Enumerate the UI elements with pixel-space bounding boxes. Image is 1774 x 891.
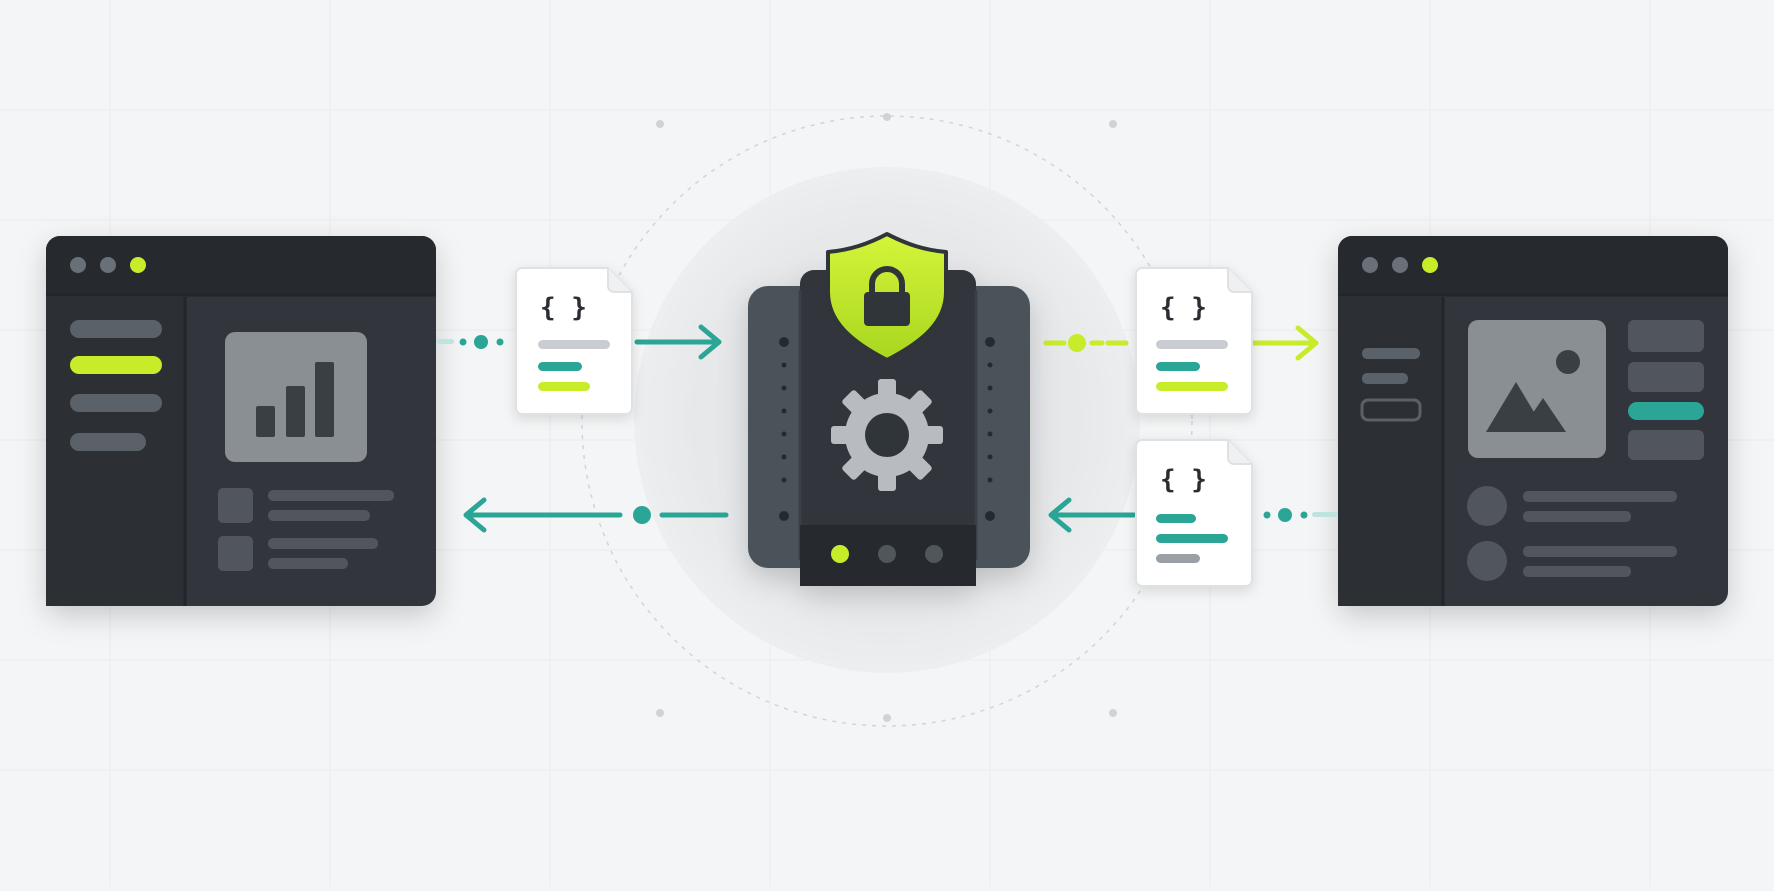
doc-line [1156,340,1228,349]
doc-line [538,340,610,349]
request-connector-right [1043,325,1319,361]
sidebar-item [1360,398,1422,422]
orbit-dot [656,120,664,128]
app-pill [1628,320,1704,352]
doc-line [1156,554,1200,563]
list-thumb [218,488,253,523]
request-connector-left [436,324,722,360]
app-pill [1628,430,1704,460]
rivet [779,511,789,521]
sidebar-item [1362,373,1408,384]
arrow-left-icon [463,497,487,533]
rivet [779,337,789,347]
orbit-dot [656,709,664,717]
doc-line [1156,534,1228,543]
window-dot [1392,257,1408,273]
rivet [985,337,995,347]
doc-line [538,382,590,391]
arrow-right-icon [1295,325,1319,361]
sidebar-item-active [70,356,162,374]
window-dot-active [1422,257,1438,273]
arrow-left-icon [1048,497,1072,533]
window-dot [1362,257,1378,273]
sidebar-item [70,394,162,412]
status-light [925,545,943,563]
padlock-icon [864,266,910,326]
list-line [268,490,394,501]
orbit-dot [883,714,891,722]
image-icon [1486,350,1580,432]
response-connector-left [463,497,729,533]
window-dot [70,257,86,273]
client-window-content [46,236,436,606]
window-dot-active [130,257,146,273]
sidebar-item [70,433,146,451]
list-line [268,510,370,521]
bar-chart-icon [256,362,334,437]
sidebar-item [70,320,162,338]
status-light-active [831,545,849,563]
window-dot [100,257,116,273]
doc-line [1156,382,1228,391]
code-braces-icon: { } [1160,293,1207,323]
list-line [1523,566,1631,577]
avatar [1467,486,1507,526]
orbit-dot [1109,709,1117,717]
image-card [1468,320,1606,458]
app-window-content [1338,236,1728,606]
avatar [1467,541,1507,581]
list-thumb [218,536,253,571]
arrow-right-icon [698,324,722,360]
list-line [1523,491,1677,502]
server-details [779,290,995,586]
orbit-ring [581,115,1193,727]
doc-line [538,362,582,371]
app-pill [1628,362,1704,392]
orbit-dot [883,113,891,121]
gear-icon [831,379,943,491]
response-document-right [1135,439,1253,587]
app-sidebar [1338,297,1442,606]
doc-line [1156,514,1196,523]
rivet [985,511,995,521]
list-line [1523,511,1631,522]
client-sidebar [46,297,184,606]
response-connector-right [1048,497,1338,533]
sidebar-item [1362,348,1420,359]
code-braces-icon: { } [540,293,587,323]
app-pill-active [1628,402,1704,420]
list-line [268,538,378,549]
list-line [1523,546,1677,557]
list-line [268,558,348,569]
code-braces-icon: { } [1160,465,1207,495]
status-light [878,545,896,563]
orbit-dot [1109,120,1117,128]
doc-line [1156,362,1200,371]
